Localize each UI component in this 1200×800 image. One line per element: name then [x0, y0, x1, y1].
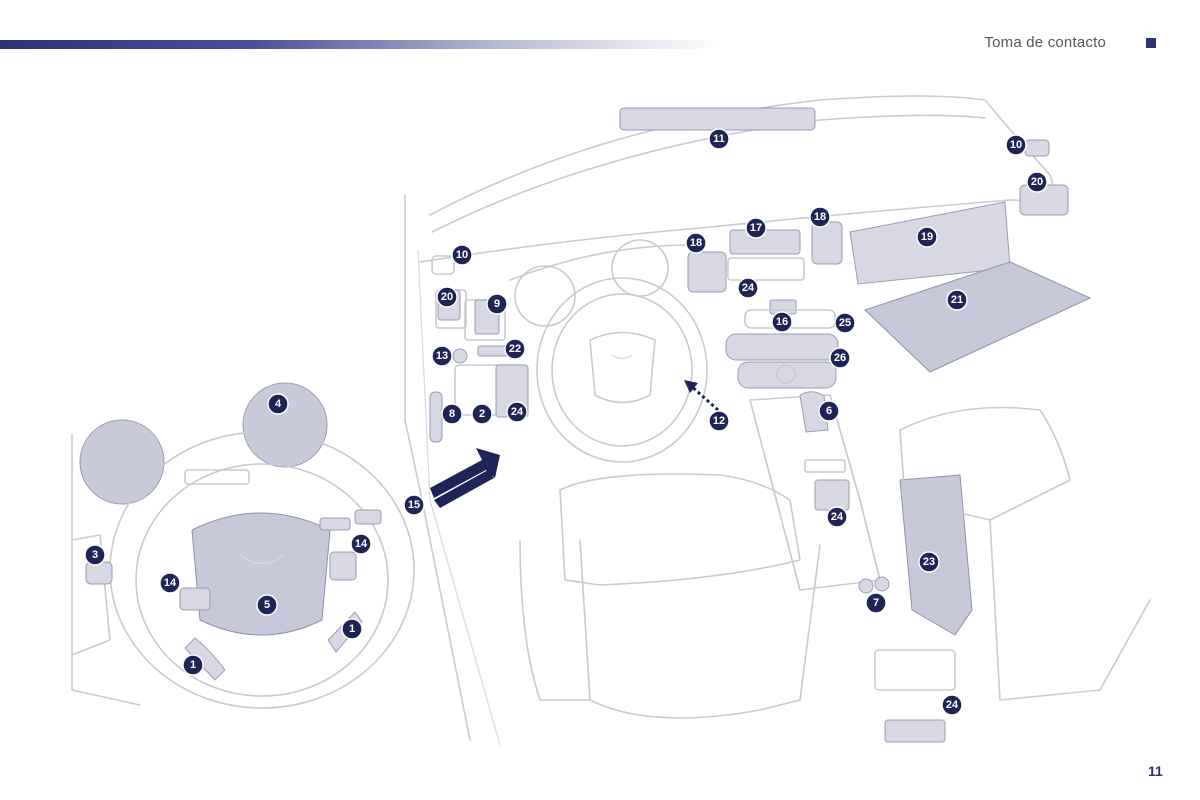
svg-text:5: 5 — [264, 599, 270, 611]
svg-text:24: 24 — [831, 511, 844, 523]
svg-text:20: 20 — [1031, 176, 1043, 188]
svg-text:26: 26 — [834, 352, 846, 364]
callout-2: 2 — [471, 403, 493, 425]
svg-text:3: 3 — [92, 549, 98, 561]
svg-text:11: 11 — [713, 133, 725, 145]
callout-17: 17 — [745, 217, 767, 239]
callout-9: 9 — [486, 293, 508, 315]
svg-text:17: 17 — [750, 222, 762, 234]
callout-14: 14 — [159, 572, 181, 594]
callout-12: 12 — [708, 410, 730, 432]
svg-text:15: 15 — [408, 499, 420, 511]
svg-text:18: 18 — [814, 211, 826, 223]
callout-24: 24 — [941, 694, 963, 716]
svg-text:24: 24 — [946, 699, 959, 711]
svg-text:9: 9 — [494, 298, 500, 310]
inset-steering-wheel — [71, 382, 415, 709]
callout-6: 6 — [818, 400, 840, 422]
callout-14: 14 — [350, 533, 372, 555]
callout-16: 16 — [771, 311, 793, 333]
callout-19: 19 — [916, 226, 938, 248]
svg-text:2: 2 — [479, 408, 485, 420]
callout-1: 1 — [341, 618, 363, 640]
callout-20: 20 — [1026, 171, 1048, 193]
callout-23: 23 — [918, 551, 940, 573]
callout-7: 7 — [865, 592, 887, 614]
direction-arrow-dotted — [684, 380, 719, 412]
svg-text:12: 12 — [713, 415, 725, 427]
svg-text:7: 7 — [873, 597, 879, 609]
callout-4: 4 — [267, 393, 289, 415]
svg-text:16: 16 — [776, 316, 788, 328]
svg-text:1: 1 — [190, 659, 196, 671]
callout-13: 13 — [431, 345, 453, 367]
svg-text:14: 14 — [164, 577, 177, 589]
callout-5: 5 — [256, 594, 278, 616]
svg-text:10: 10 — [1010, 139, 1022, 151]
svg-text:19: 19 — [921, 231, 933, 243]
callout-11: 11 — [708, 128, 730, 150]
callout-21: 21 — [946, 289, 968, 311]
svg-text:20: 20 — [441, 291, 453, 303]
callout-24: 24 — [506, 401, 528, 423]
svg-text:1: 1 — [349, 623, 355, 635]
svg-text:18: 18 — [690, 237, 702, 249]
callout-20: 20 — [436, 286, 458, 308]
header-gradient-bar — [0, 40, 720, 49]
callout-24: 24 — [737, 277, 759, 299]
svg-text:22: 22 — [509, 343, 521, 355]
section-title: Toma de contacto — [984, 34, 1106, 51]
callout-26: 26 — [829, 347, 851, 369]
callout-10: 10 — [451, 244, 473, 266]
svg-text:25: 25 — [839, 317, 851, 329]
callout-8: 8 — [441, 403, 463, 425]
svg-text:21: 21 — [951, 294, 963, 306]
callout-3: 3 — [84, 544, 106, 566]
svg-text:4: 4 — [275, 398, 282, 410]
page-number: 11 — [1148, 763, 1163, 779]
svg-text:24: 24 — [742, 282, 755, 294]
svg-text:8: 8 — [449, 408, 455, 420]
svg-text:6: 6 — [826, 405, 832, 417]
callout-18: 18 — [685, 232, 707, 254]
svg-text:24: 24 — [511, 406, 524, 418]
callout-22: 22 — [504, 338, 526, 360]
direction-arrow-large — [430, 448, 500, 508]
svg-text:23: 23 — [923, 556, 935, 568]
svg-text:14: 14 — [355, 538, 368, 550]
callout-18: 18 — [809, 206, 831, 228]
dashboard-lines — [404, 95, 1151, 746]
svg-text:10: 10 — [456, 249, 468, 261]
callout-1: 1 — [182, 654, 204, 676]
callout-25: 25 — [834, 312, 856, 334]
svg-text:13: 13 — [436, 350, 448, 362]
callout-10: 10 — [1005, 134, 1027, 156]
callout-24: 24 — [826, 506, 848, 528]
callout-15: 15 — [403, 494, 425, 516]
section-marker-square — [1146, 38, 1156, 48]
